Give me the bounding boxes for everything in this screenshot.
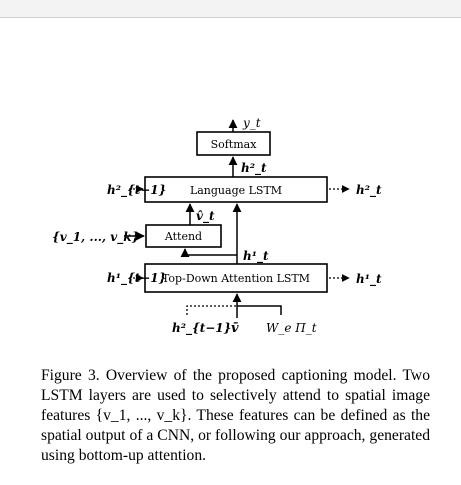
- h2-t-right-label: h²_t: [356, 183, 382, 198]
- output-label: y_t: [242, 116, 261, 130]
- input-vbar-label: v̄: [231, 321, 239, 336]
- language-lstm-label: Language LSTM: [190, 184, 282, 197]
- topdown-lstm-label: Top-Down Attention LSTM: [162, 272, 310, 285]
- softmax-box: [196, 131, 271, 156]
- v-hat-label: v̂_t: [196, 209, 215, 224]
- input-word-label: W_e Π_t: [266, 321, 317, 335]
- h1-prev-label: h¹_{t−1}: [107, 271, 166, 286]
- attend-box: [145, 224, 222, 248]
- softmax-label: Softmax: [211, 138, 258, 151]
- captioning-model-diagram: y_t Softmax h²_t Language LSTM h²_{t−1} …: [52, 116, 382, 336]
- topdown-lstm-box: [144, 263, 328, 293]
- attend-label: Attend: [164, 230, 202, 243]
- h1-t-mid-label: h¹_t: [243, 249, 269, 264]
- input-h2-prev-label: h²_{t−1}: [172, 321, 231, 336]
- h2-t-label: h²_t: [241, 161, 267, 176]
- input-word-connector: [237, 305, 282, 315]
- h2-prev-label: h²_{t−1}: [107, 183, 166, 198]
- features-label: {v_1, ..., v_k}: [52, 230, 139, 245]
- language-lstm-box: [144, 176, 328, 203]
- h1-t-right-label: h¹_t: [356, 272, 382, 287]
- h1-to-attend-arrow: [180, 248, 237, 258]
- input-h2-connector: [186, 305, 237, 315]
- window-top-strip: [0, 0, 461, 18]
- figure-caption: Figure 3. Overview of the proposed capti…: [41, 367, 430, 464]
